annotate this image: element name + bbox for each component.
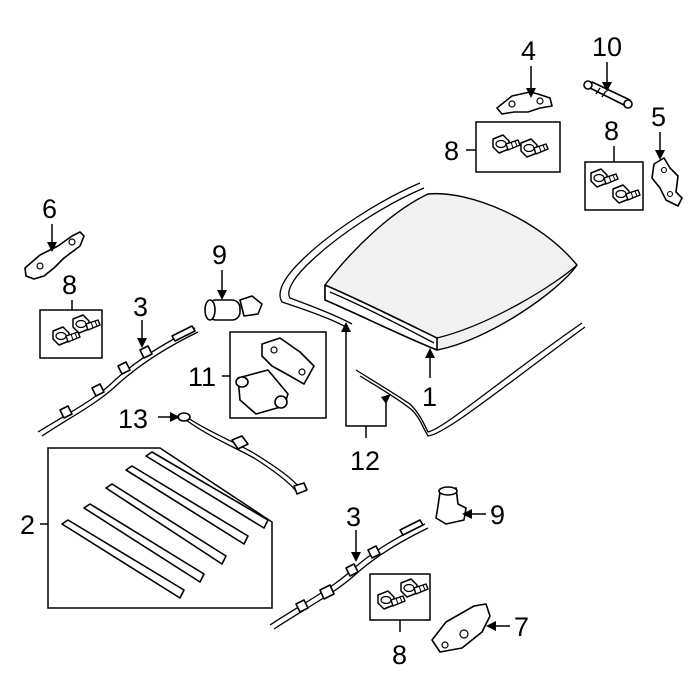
callout-13: 13 (118, 404, 148, 434)
leader-12-bracket (345, 330, 387, 427)
trim-strips (61, 451, 269, 599)
callout-9-upper: 9 (212, 240, 227, 270)
callout-8-left: 8 (62, 270, 77, 300)
roof-panel (324, 192, 578, 351)
trim-box (47, 447, 273, 609)
callout-2: 2 (20, 510, 35, 540)
callout-11: 11 (188, 362, 216, 392)
bolts-box-right (584, 161, 644, 211)
callout-8-right: 8 (604, 116, 619, 146)
drive-motor (235, 369, 289, 415)
callout-3-upper: 3 (133, 292, 148, 322)
roof-weatherstrip (279, 182, 586, 437)
callout-12: 12 (350, 446, 380, 476)
hinge-bracket (496, 91, 553, 115)
motor-mount (261, 337, 315, 385)
side-bracket (651, 157, 683, 207)
wiring-harness (177, 412, 308, 495)
callout-5: 5 (651, 102, 666, 132)
callout-6: 6 (42, 194, 57, 224)
actuator-lower (435, 486, 467, 525)
actuator-upper (204, 295, 263, 321)
callout-8-top: 8 (444, 136, 459, 166)
bolts-box-left (39, 309, 103, 359)
callout-9-lower: 9 (490, 500, 505, 530)
callout-4: 4 (521, 36, 536, 66)
lift-strut (583, 80, 633, 109)
callout-3-lower: 3 (346, 502, 361, 532)
hinge-left (24, 231, 85, 280)
callout-8-bottom: 8 (392, 640, 407, 670)
callout-7: 7 (514, 612, 529, 642)
cable-upper (37, 325, 199, 437)
callout-10: 10 (592, 32, 622, 62)
cable-lower (269, 519, 429, 630)
latch (431, 603, 491, 653)
callout-1: 1 (422, 382, 437, 412)
